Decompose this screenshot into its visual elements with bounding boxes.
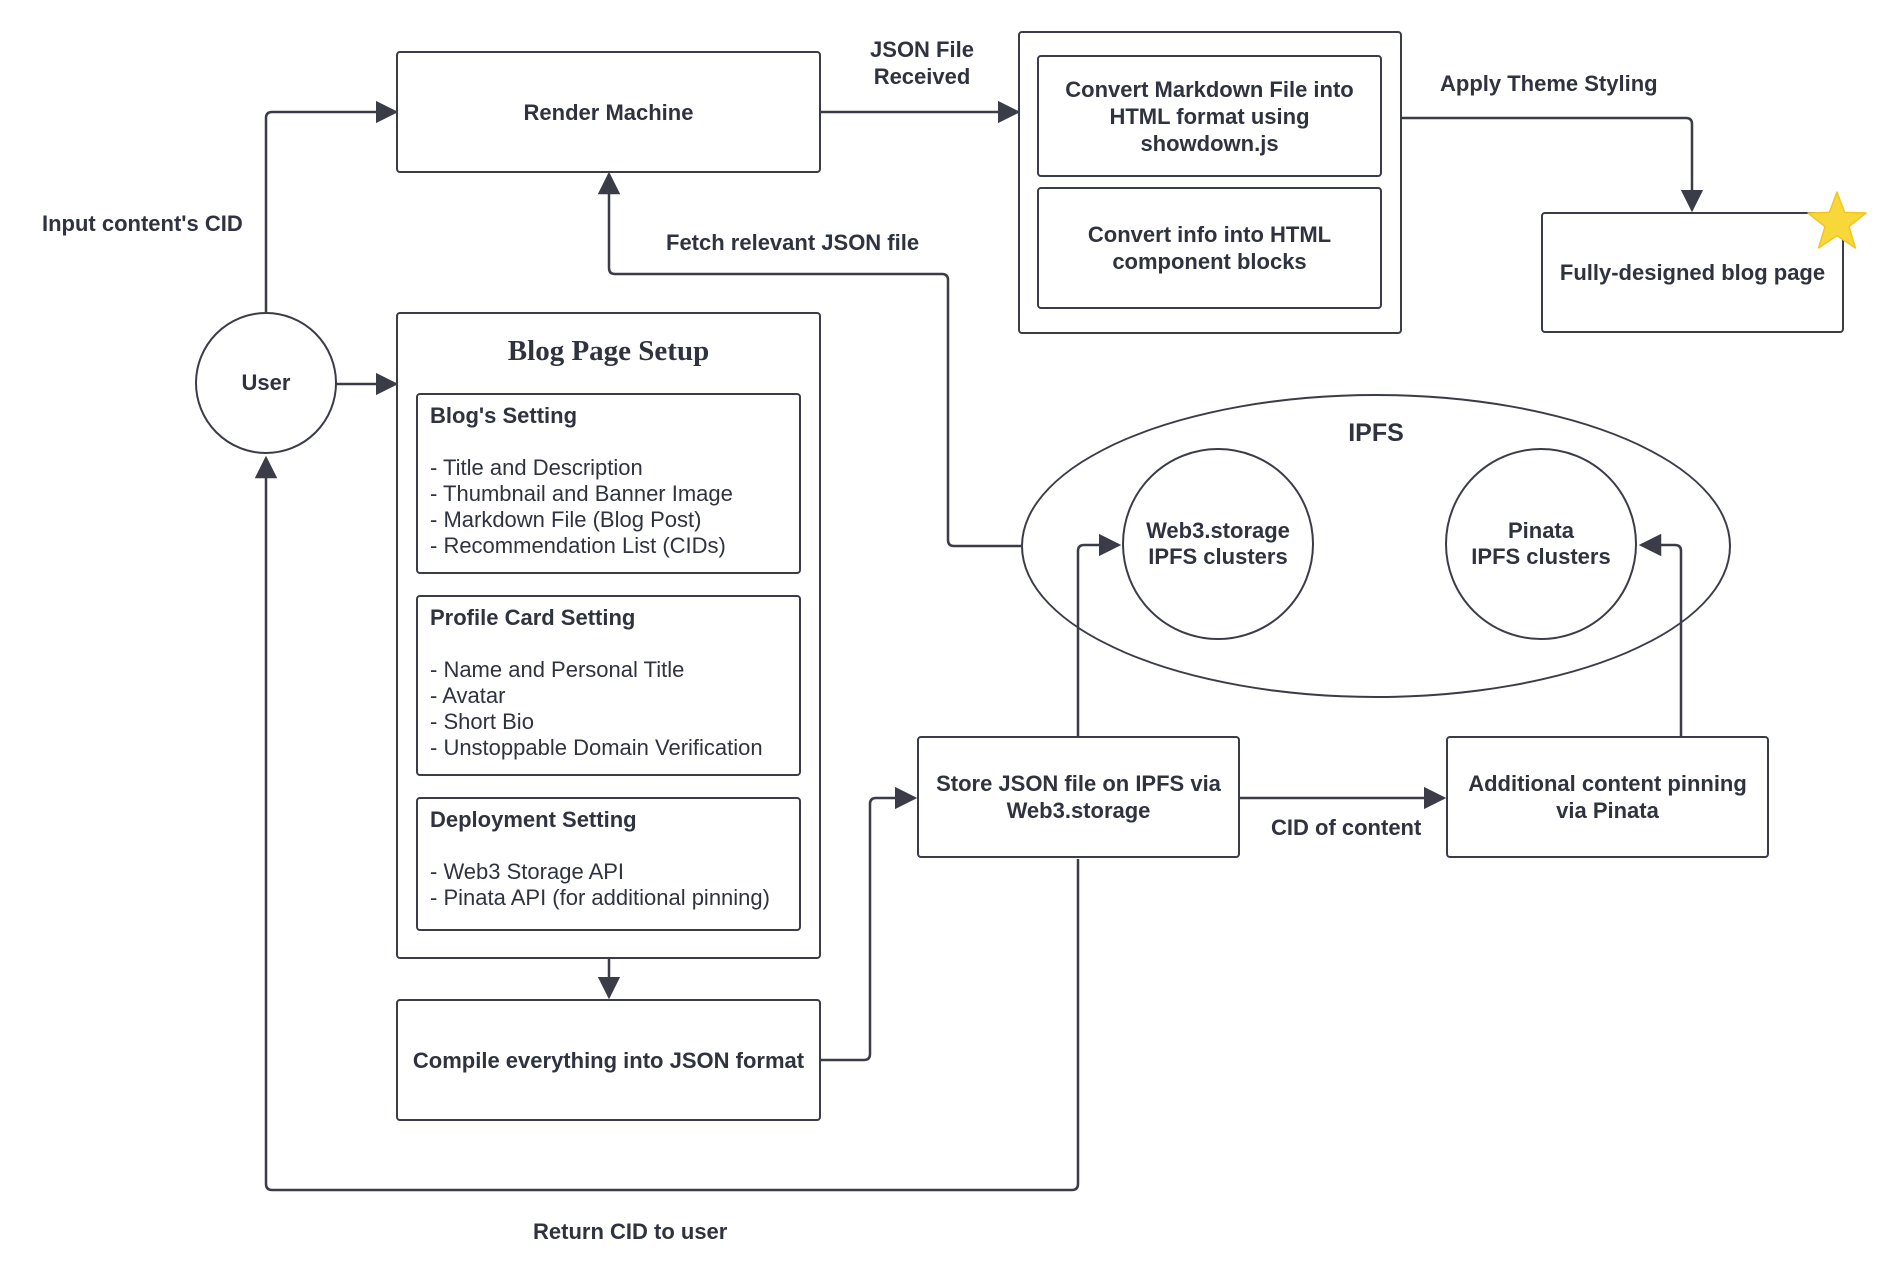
convert-markdown-box: Convert Markdown File into HTML format u… [1037,55,1382,177]
section-item: - Markdown File (Blog Post) [430,507,702,532]
web3-cluster-line2: IPFS clusters [1148,544,1288,569]
blogs-setting-section: Blog's Setting - Title and Description -… [416,393,801,574]
blog-page-setup-container [396,312,821,959]
pinata-cluster-line2: IPFS clusters [1471,544,1611,569]
pinata-cluster: Pinata IPFS clusters [1445,448,1637,640]
section-title: Deployment Setting [430,807,637,832]
arrow-ipfs-to-render [597,171,1021,548]
web3-storage-cluster: Web3.storage IPFS clusters [1122,448,1314,640]
profile-card-setting-section: Profile Card Setting - Name and Personal… [416,595,801,776]
section-item: - Web3 Storage API [430,859,625,884]
section-item: - Name and Personal Title [430,657,685,682]
section-item: - Title and Description [430,455,643,480]
section-item: - Short Bio [430,709,534,734]
pinata-cluster-line1: Pinata [1507,518,1574,543]
web3-cluster-line1: Web3.storage [1146,518,1290,543]
section-item: - Recommendation List (CIDs) [430,533,726,558]
arrow-compile-to-store [821,786,918,1062]
section-item: - Pinata API (for additional pinning) [430,885,770,910]
arrow-user-to-render [264,100,399,312]
additional-pinning-box: Additional content pinning via Pinata [1446,736,1769,858]
label-input-cid: Input content's CID [42,211,243,236]
user-node: User [195,312,337,454]
section-title: Blog's Setting [430,403,578,428]
ipfs-label: IPFS [1348,419,1404,447]
label-fetch-json: Fetch relevant JSON file [666,230,920,255]
label-json-received: JSON File Received [862,36,982,90]
convert-info-box: Convert info into HTML component blocks [1037,187,1382,309]
convert-container [1018,31,1402,334]
label-cid-of-content: CID of content [1271,815,1422,840]
render-machine-box: Render Machine [396,51,821,173]
section-item: - Thumbnail and Banner Image [430,481,733,506]
blog-page-setup-title: Blog Page Setup [507,335,710,367]
section-item: - Avatar [430,683,506,708]
arrow-return-cid [254,455,1080,1192]
store-json-box: Store JSON file on IPFS via Web3.storage [917,736,1240,858]
arrow-theme-to-blog [1402,116,1704,213]
fully-designed-blog-page-box: Fully-designed blog page [1541,212,1844,333]
section-item: - Unstoppable Domain Verification [430,735,763,760]
compile-json-box: Compile everything into JSON format [396,999,821,1121]
label-json-received-line1: JSON File [870,37,974,62]
label-json-received-line2: Received [873,64,971,89]
ipfs-ellipse [1021,394,1731,698]
label-apply-theme: Apply Theme Styling [1440,71,1658,96]
deployment-setting-section: Deployment Setting - Web3 Storage API - … [416,797,801,931]
label-return-cid: Return CID to user [533,1219,728,1244]
star-icon [1807,191,1867,249]
section-title: Profile Card Setting [430,605,636,630]
